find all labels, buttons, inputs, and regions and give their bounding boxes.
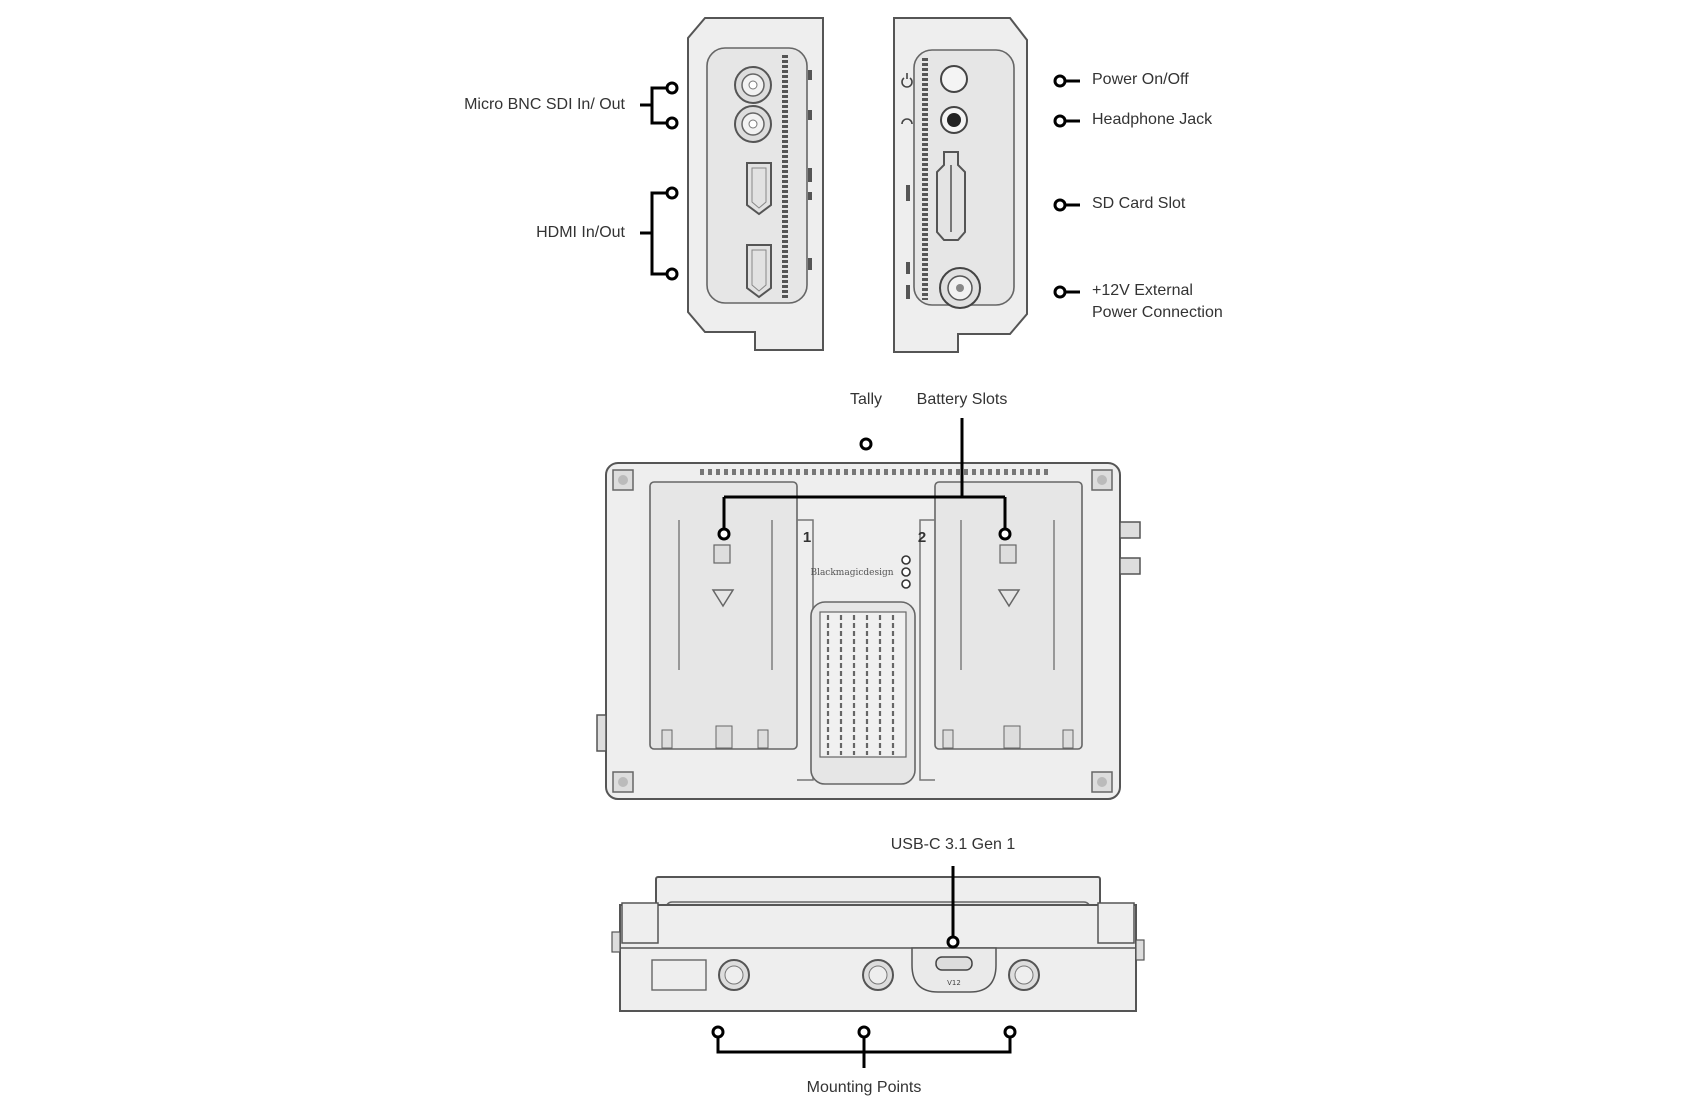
- usb-c-port-icon: V12: [911, 947, 997, 993]
- usb-callout-dot: [946, 935, 960, 949]
- headphone-label: Headphone Jack: [1092, 111, 1213, 128]
- tally-light-icon: [901, 579, 911, 589]
- sd-card-slot-icon: [936, 151, 966, 241]
- battery-slot-number: 1: [803, 529, 811, 546]
- sdi-callout-dot: [665, 116, 679, 130]
- mounting-callout-dot: [1003, 1025, 1017, 1039]
- battery-slot-number: 2: [918, 529, 926, 546]
- hdmi-callout-dot: [665, 267, 679, 281]
- sd-callout-dot: [1053, 198, 1067, 212]
- brand-logo: Blackmagicdesign: [810, 568, 893, 578]
- battery-callout-dot: [998, 527, 1012, 541]
- sdi-callout-line: [640, 86, 670, 125]
- hdmi-label: HDMI In/Out: [536, 224, 625, 241]
- power-callout-dot: [1053, 74, 1067, 88]
- sdi-callout-dot: [665, 81, 679, 95]
- hdmi-port-icon: [746, 162, 772, 216]
- ext-power-label-line2: Power Connection: [1092, 304, 1223, 321]
- sdi-connector-icon: [734, 105, 772, 143]
- tally-light-icon: [901, 567, 911, 577]
- headphone-jack-icon: [901, 106, 968, 134]
- power-button-icon: [901, 65, 968, 93]
- rear-view: 1 2 Blackmagicdesign: [596, 462, 1141, 800]
- tally-label: Tally: [849, 391, 883, 408]
- mounting-hole-icon: [862, 959, 894, 991]
- tally-callout-dot: [859, 437, 873, 451]
- dc-power-connector-icon: [939, 267, 981, 309]
- sdi-label: Micro BNC SDI In/ Out: [464, 96, 625, 113]
- battery-callout-line: [722, 418, 1007, 532]
- right-side-view: [893, 17, 1028, 353]
- left-side-view: [687, 17, 824, 351]
- bottom-view: V12: [611, 876, 1145, 1012]
- hdmi-port-icon: [746, 244, 772, 299]
- hdmi-callout-line: [640, 191, 670, 276]
- usb-port-mark: V12: [947, 979, 961, 987]
- battery-slots-label: Battery Slots: [916, 391, 1008, 408]
- sdi-connector-icon: [734, 66, 772, 104]
- ext-power-callout-dot: [1053, 285, 1067, 299]
- hdmi-callout-dot: [665, 186, 679, 200]
- ext-power-label-line1: +12V External: [1092, 282, 1193, 299]
- power-label: Power On/Off: [1092, 71, 1189, 88]
- usb-c-label: USB-C 3.1 Gen 1: [890, 836, 1016, 853]
- mounting-points-label: Mounting Points: [806, 1079, 922, 1096]
- sd-card-label: SD Card Slot: [1092, 195, 1186, 212]
- mounting-callout-dot: [711, 1025, 725, 1039]
- mounting-hole-icon: [1008, 959, 1040, 991]
- mounting-callout-dot: [857, 1025, 871, 1039]
- mounting-callout-line: [716, 1034, 1012, 1068]
- callout-lines: [640, 74, 1080, 1068]
- headphone-callout-dot: [1053, 114, 1067, 128]
- tally-light-icon: [901, 555, 911, 565]
- battery-callout-dot: [717, 527, 731, 541]
- mounting-hole-icon: [718, 959, 750, 991]
